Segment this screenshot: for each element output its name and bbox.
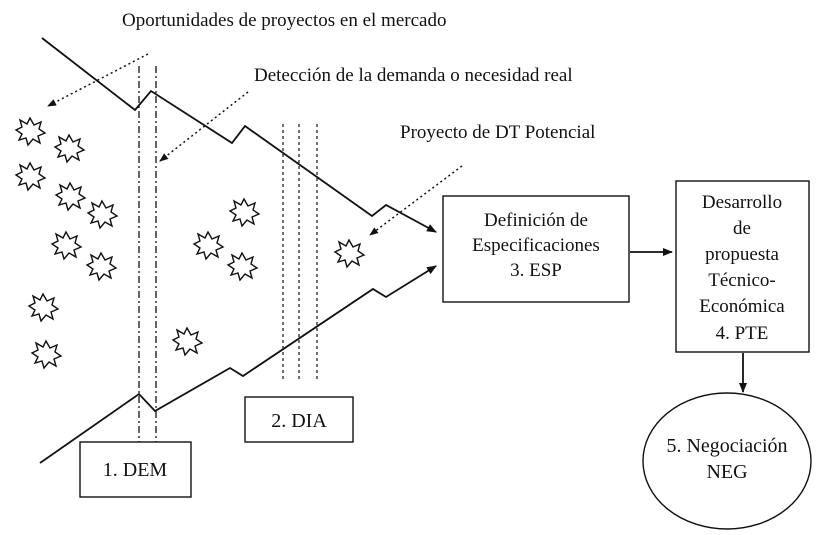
opportunities-annotation: Oportunidades de proyectos en el mercado [122,10,446,31]
dia-stage-label: 2. DIA [271,410,327,432]
neg-stage-ellipse [642,392,812,530]
lower-flow-arrow [39,265,437,464]
esp-stage-label-line-3: 3. ESP [510,260,562,281]
burst-icon [54,134,85,163]
burst-icon [15,162,46,191]
burst-icon [334,239,365,268]
opportunities-pointer [47,53,149,107]
demand-detection-pointer [159,91,249,162]
burst-icon [87,200,118,229]
potential-project-annotation: Proyecto de DT Potencial [400,122,595,143]
neg-stage-label-line-2: NEG [706,461,747,483]
dem-stage-label: 1. DEM [103,459,168,481]
burst-icon [55,182,86,211]
pte-stage-label-line-5: Económica [699,296,785,317]
burst-icon [86,252,117,281]
neg-stage-label-line-1: 5. Negociación [666,435,787,457]
pte-stage-box [675,180,810,353]
burst-icon [15,117,46,146]
demand-detection-annotation: Detección de la demanda o necesidad real [254,65,573,86]
burst-icon [229,198,260,227]
potential-project-pointer [369,165,463,236]
pte-stage-label-line-1: Desarrollo [702,192,782,213]
pte-stage-label-line-3: propuesta [705,244,779,265]
esp-stage-label-line-2: Especificaciones [472,235,600,256]
burst-icon [227,252,258,281]
burst-icon [28,293,59,322]
dem-stage-box [79,441,192,498]
burst-icon [193,231,224,260]
esp-stage-box [442,195,630,303]
burst-icon [51,231,82,260]
pte-stage-label-line-6: 4. PTE [716,323,769,344]
burst-icon [31,340,62,369]
upper-flow-arrow [41,37,437,233]
burst-icon [172,327,203,356]
dia-stage-box [244,396,354,443]
pte-stage-label-line-2: de [733,218,751,239]
esp-stage-label-line-1: Definición de [484,210,588,231]
pte-stage-label-line-4: Técnico- [708,270,776,291]
